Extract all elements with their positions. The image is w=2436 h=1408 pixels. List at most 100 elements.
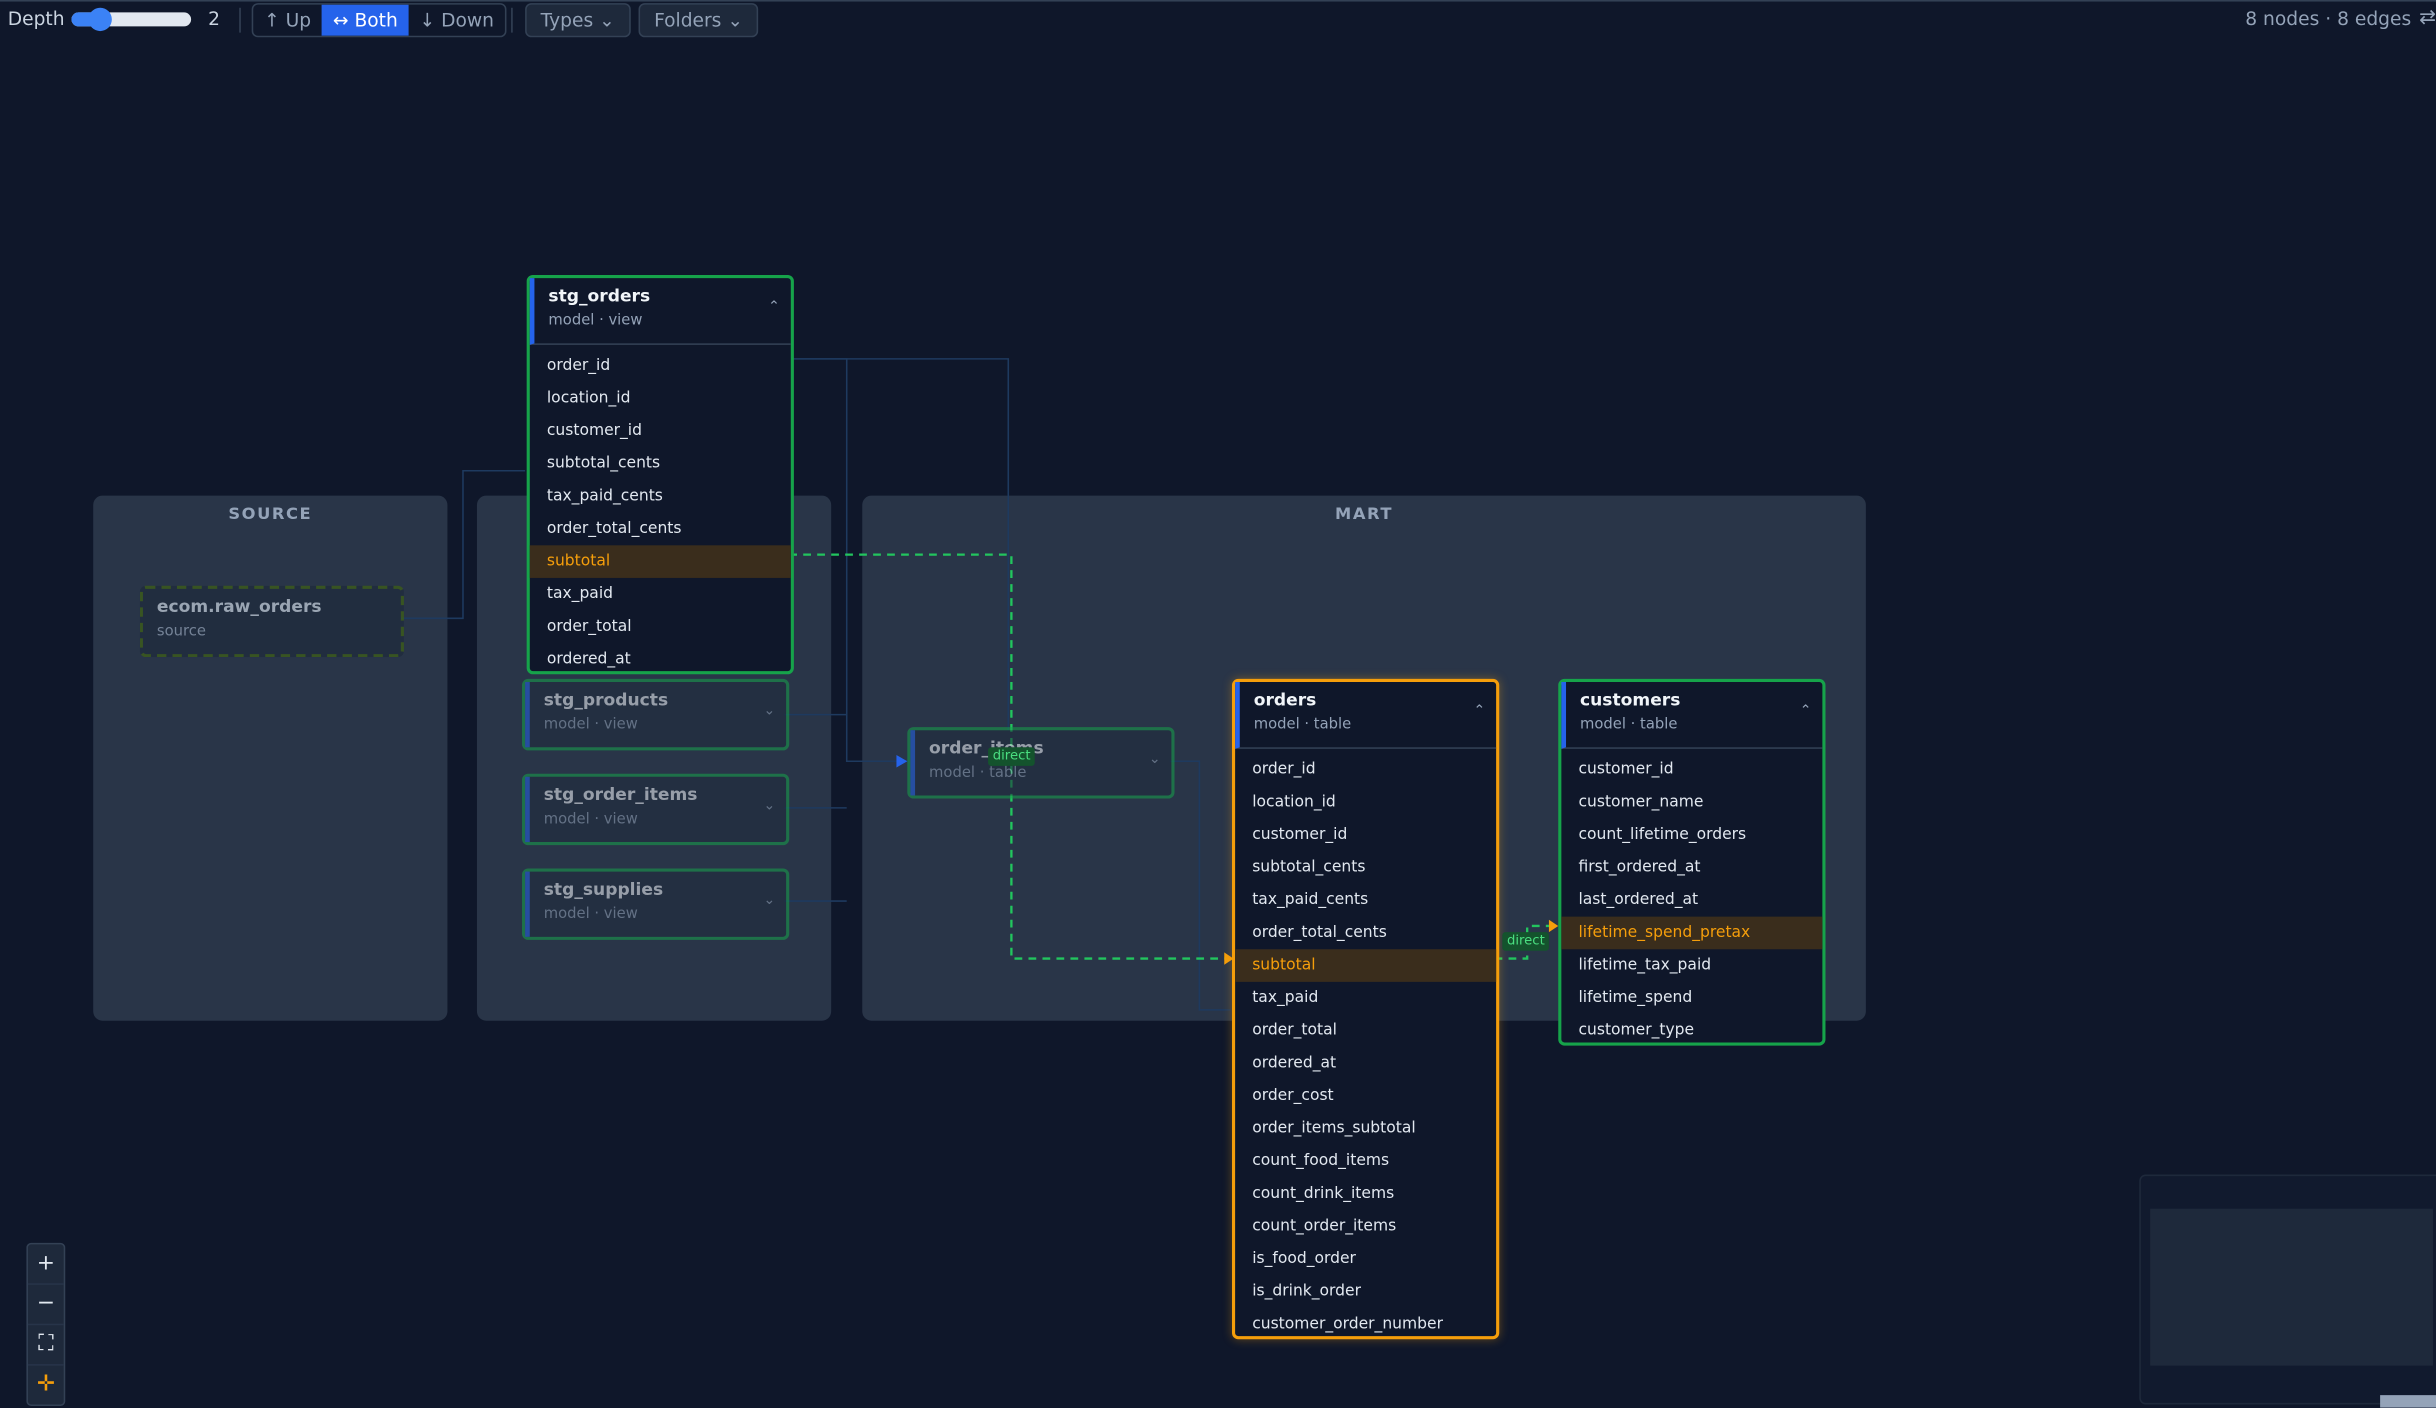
column-row[interactable]: tax_paid_cents <box>546 487 663 505</box>
depth-slider[interactable] <box>71 7 192 32</box>
node-header: stg_orders model · view ⌃ <box>529 278 791 345</box>
zoom-controls: + − ⛶ ✛ <box>26 1242 66 1407</box>
chevron-down-icon[interactable]: ⌄ <box>763 893 776 909</box>
node-subtitle: model · table <box>929 764 1027 782</box>
toolbar-divider <box>511 7 513 33</box>
node-subtitle: model · view <box>543 810 638 829</box>
column-row[interactable]: last_ordered_at <box>1578 891 1699 909</box>
column-row[interactable]: order_id <box>546 357 611 375</box>
column-row[interactable]: first_ordered_at <box>1578 859 1701 877</box>
node-order-items[interactable]: order_items model · table ⌄ <box>907 727 1175 799</box>
node-stg-products[interactable]: stg_products model · view ⌄ <box>522 678 790 751</box>
node-title: ecom.raw_orders <box>156 596 322 617</box>
column-row[interactable]: count_food_items <box>1252 1152 1390 1170</box>
minimap-viewport[interactable] <box>2150 1208 2433 1366</box>
node-subtitle: model · view <box>543 716 638 734</box>
folders-dropdown[interactable]: Folders ⌄ <box>638 3 759 38</box>
node-header: stg_order_items model · view ⌄ <box>525 776 786 843</box>
column-row[interactable]: customer_id <box>1578 761 1674 779</box>
node-title: customers <box>1580 689 1681 710</box>
column-row[interactable]: tax_paid_cents <box>1252 891 1369 909</box>
column-row[interactable]: count_order_items <box>1252 1218 1397 1236</box>
chevron-down-icon[interactable]: ⌄ <box>763 703 776 720</box>
mart-group-title: MART <box>1335 504 1394 524</box>
node-subtitle: source <box>156 622 206 641</box>
edge-order-items-to-orders <box>1169 760 1231 1011</box>
node-title: stg_orders <box>548 285 651 307</box>
column-row[interactable]: tax_paid <box>1252 989 1319 1007</box>
chevron-down-icon[interactable]: ⌄ <box>1148 751 1161 768</box>
column-row[interactable]: order_total_cents <box>546 520 682 538</box>
column-row[interactable]: lifetime_tax_paid <box>1578 957 1712 975</box>
column-row[interactable]: customer_order_number <box>1252 1315 1443 1333</box>
upstream-button[interactable]: ↑ Up <box>264 9 312 32</box>
chevron-up-icon[interactable]: ⌃ <box>768 299 780 316</box>
chevron-down-icon[interactable]: ⌄ <box>763 798 776 815</box>
lineage-arrowhead <box>1548 919 1559 933</box>
column-list: order_id location_id customer_id subtotal_c… <box>1235 749 1497 1341</box>
column-row[interactable]: order_total <box>546 618 632 636</box>
node-stg-order-items[interactable]: stg_order_items model · view ⌄ <box>522 773 790 846</box>
column-row[interactable]: lifetime_spend <box>1578 989 1693 1007</box>
column-row[interactable]: order_id <box>1252 761 1316 779</box>
column-row[interactable]: is_food_order <box>1252 1250 1356 1268</box>
node-title: stg_supplies <box>543 879 664 900</box>
direction-toggle: ↑ Up ↔ Both ↓ Down <box>251 3 507 38</box>
column-row[interactable]: lifetime_spend_pretax <box>1561 916 1823 950</box>
column-row[interactable]: location_id <box>1252 793 1336 811</box>
column-row[interactable]: order_cost <box>1252 1087 1334 1105</box>
node-title: stg_order_items <box>543 784 698 805</box>
column-row[interactable]: tax_paid <box>546 585 614 603</box>
column-row[interactable]: subtotal <box>1235 949 1497 982</box>
node-raw-orders[interactable]: ecom.raw_orders source <box>139 585 404 658</box>
column-row[interactable]: order_items_subtotal <box>1252 1120 1416 1138</box>
both-button[interactable]: ↔ Both <box>322 4 409 36</box>
types-dropdown[interactable]: Types ⌄ <box>525 3 631 38</box>
fit-view-icon[interactable]: ⛶ <box>27 1325 64 1366</box>
column-row[interactable]: ordered_at <box>546 650 631 669</box>
column-row[interactable]: customer_id <box>1252 826 1348 844</box>
minimap[interactable] <box>2139 1174 2436 1405</box>
node-header: customers model · table ⌃ <box>1561 682 1823 749</box>
column-list: order_id location_id customer_id subtotal_c… <box>529 345 791 676</box>
column-row[interactable]: customer_name <box>1578 793 1704 811</box>
node-subtitle: model · view <box>548 312 643 330</box>
depth-value: 2 <box>208 7 221 30</box>
chevron-up-icon[interactable]: ⌃ <box>1799 703 1812 720</box>
column-row[interactable]: ordered_at <box>1252 1054 1337 1072</box>
node-stg-supplies[interactable]: stg_supplies model · view ⌄ <box>522 868 790 940</box>
source-group-title: SOURCE <box>228 504 313 524</box>
node-header: stg_products model · view ⌄ <box>525 682 786 748</box>
node-subtitle: model · table <box>1253 716 1352 734</box>
column-row[interactable]: count_drink_items <box>1252 1185 1395 1203</box>
edge-stg-orders-to-orders <box>789 358 1010 731</box>
layout-toggle-icon[interactable]: ⇄ <box>2419 6 2436 30</box>
downstream-button[interactable]: ↓ Down <box>419 9 494 32</box>
locate-icon[interactable]: ✛ <box>36 1371 55 1397</box>
column-row[interactable]: count_lifetime_orders <box>1578 826 1747 844</box>
column-row[interactable]: order_total <box>1252 1022 1337 1040</box>
column-row[interactable]: subtotal <box>529 545 791 578</box>
column-row[interactable]: subtotal_cents <box>1252 859 1366 877</box>
column-row[interactable]: order_total_cents <box>1252 924 1387 942</box>
zoom-in-icon[interactable]: + <box>27 1244 64 1285</box>
column-row[interactable]: customer_type <box>1578 1022 1695 1040</box>
column-row[interactable]: subtotal_cents <box>546 455 661 473</box>
depth-label: Depth <box>7 7 65 30</box>
edge-raw-to-stg-orders <box>400 469 526 620</box>
column-row[interactable]: customer_id <box>546 422 642 440</box>
node-title: stg_products <box>543 689 669 710</box>
depth-slider-thumb[interactable] <box>88 7 112 32</box>
chevron-up-icon[interactable]: ⌃ <box>1473 703 1486 720</box>
column-row[interactable]: is_drink_order <box>1252 1283 1362 1301</box>
node-subtitle: model · view <box>543 905 638 923</box>
column-row[interactable]: location_id <box>546 389 631 408</box>
node-header: ecom.raw_orders source <box>143 589 401 654</box>
zoom-out-icon[interactable]: − <box>27 1285 64 1326</box>
scrollbar-thumb[interactable] <box>2380 1395 2436 1408</box>
